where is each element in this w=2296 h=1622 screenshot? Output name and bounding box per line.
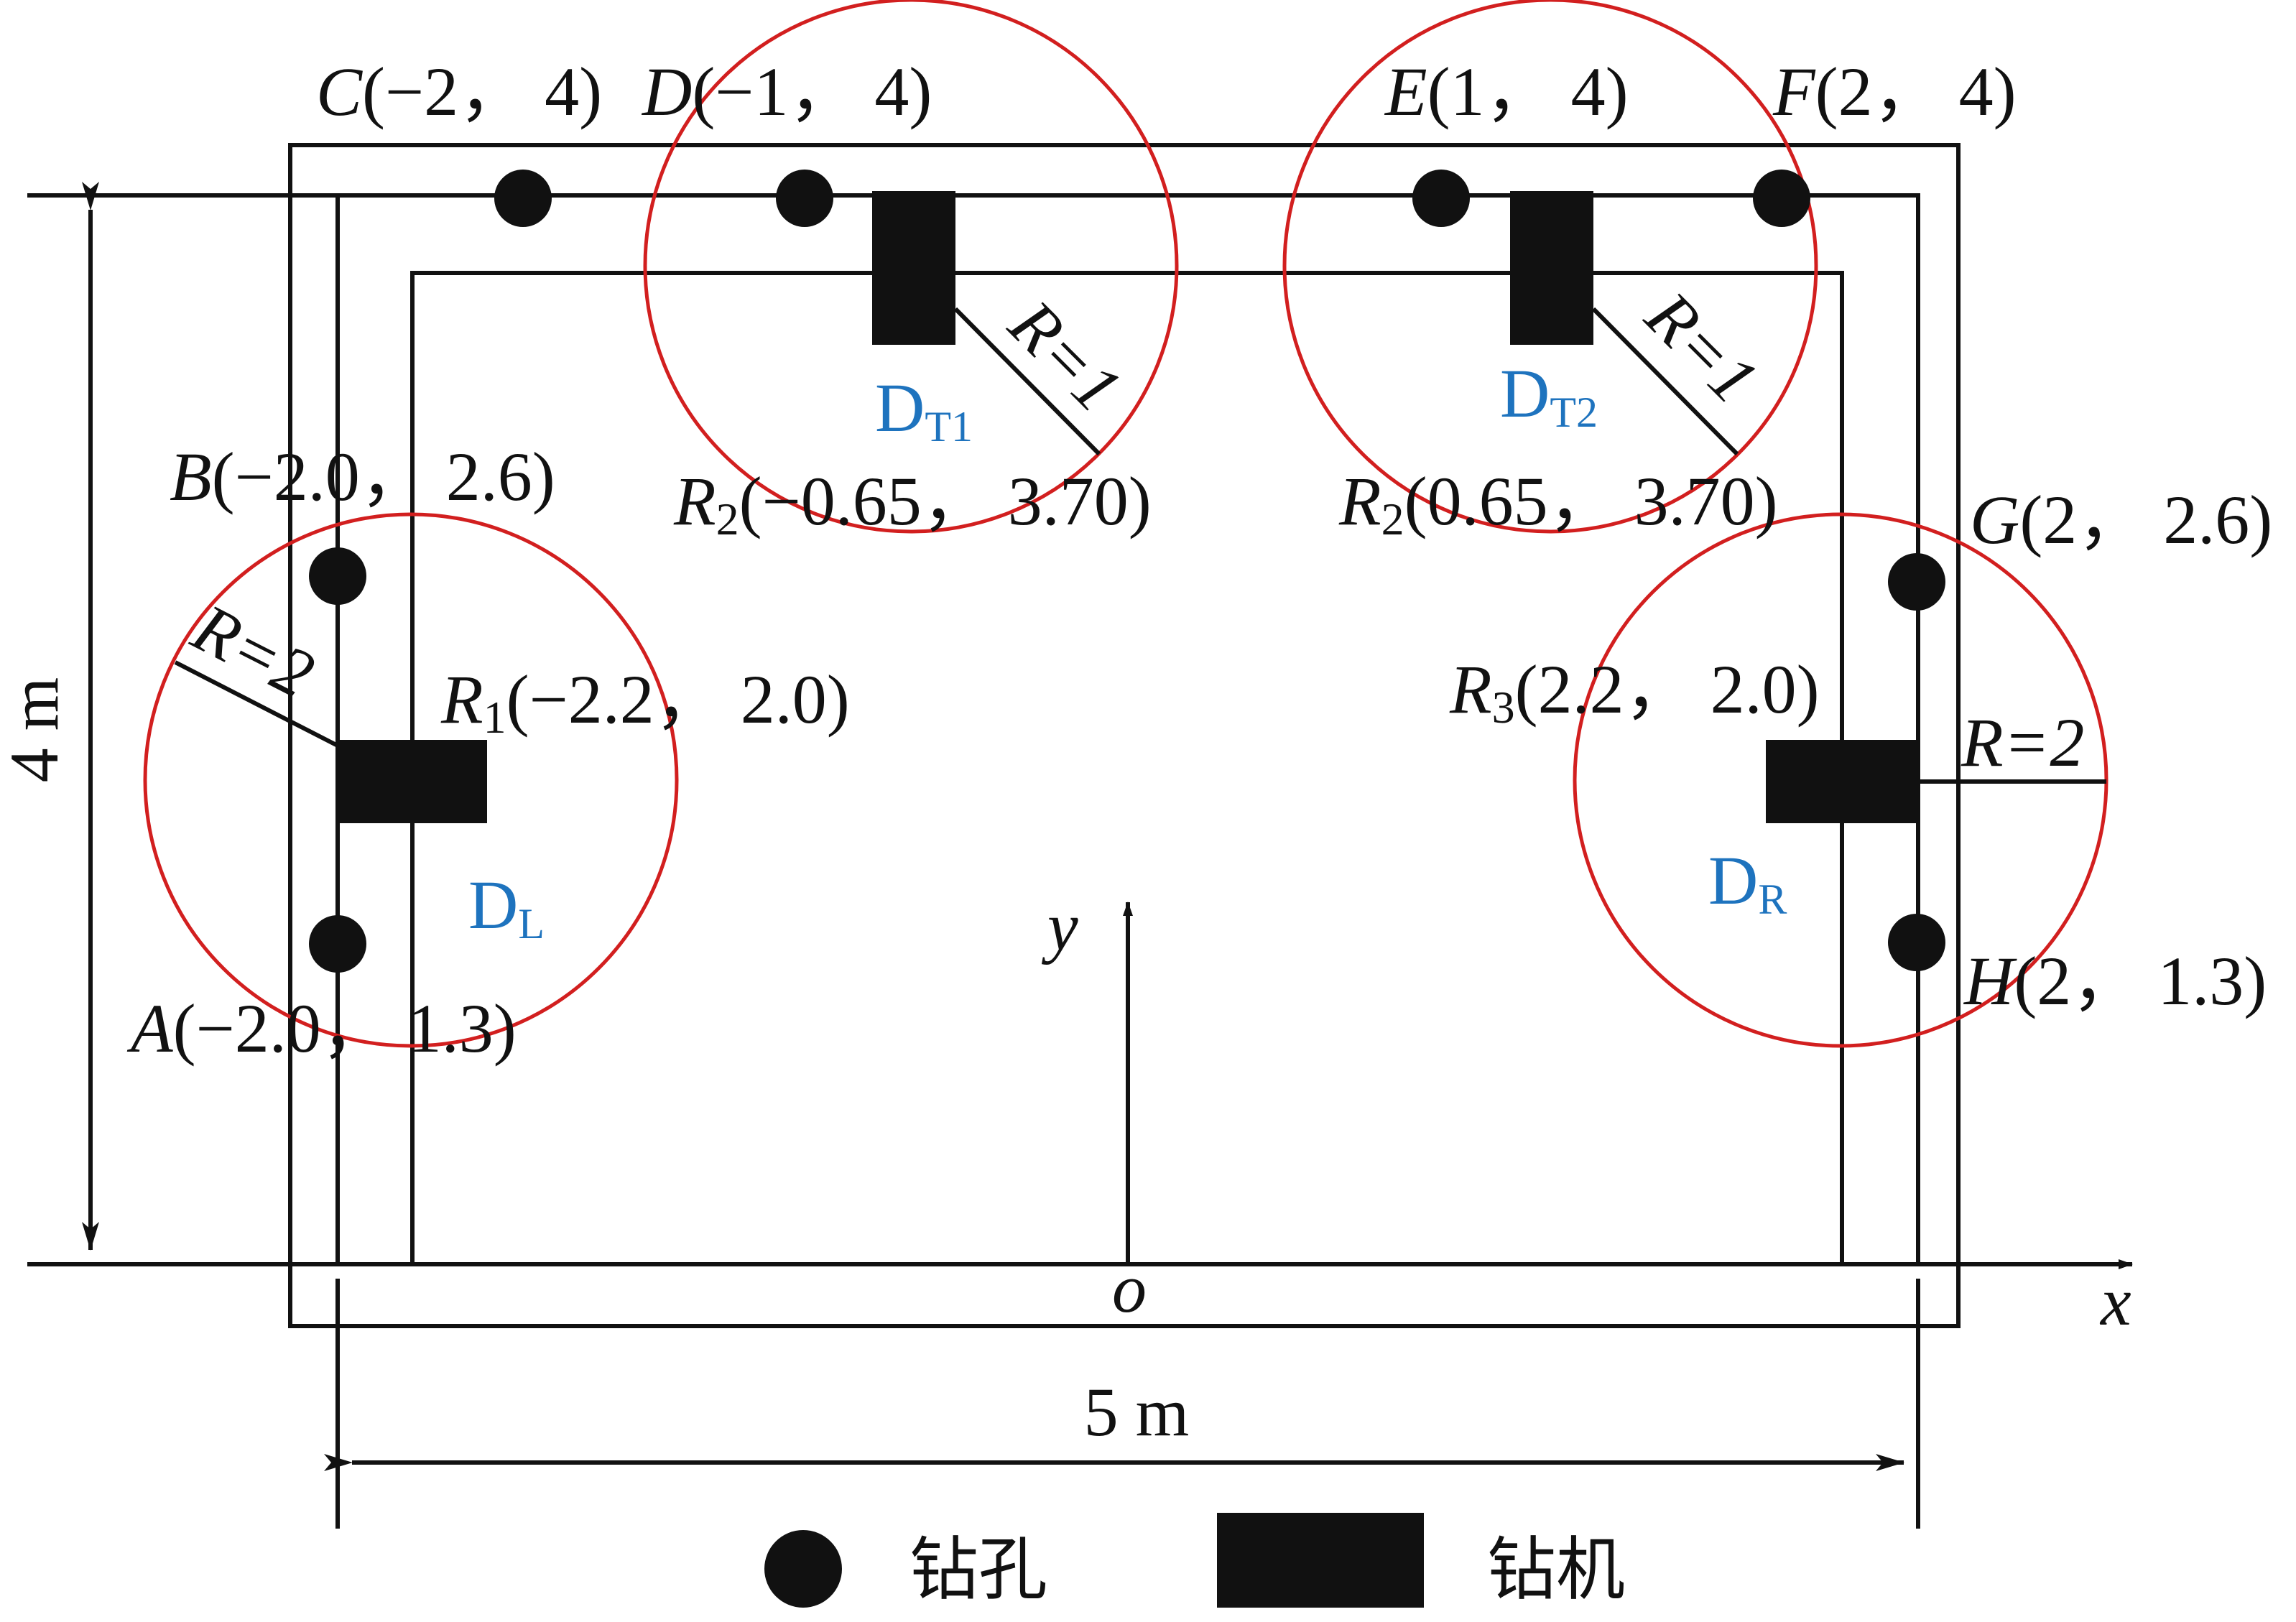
legend: 钻孔 钻机 — [764, 1513, 1625, 1610]
x-axis-label: x — [2099, 1263, 2131, 1340]
rig-labels: R1(−2.2， 2.0) R2(−0.65， 3.70) R2(0.65， 3… — [440, 463, 1820, 743]
rig-label-r1: R1(−2.2， 2.0) — [440, 661, 850, 743]
coordinate-axes: x y o — [27, 888, 2133, 1340]
zone-label-dt2: DT2 — [1500, 355, 1598, 436]
influence-circle-dl — [143, 512, 679, 1048]
width-dimension-label: 5 m — [1084, 1373, 1190, 1450]
boreholes — [309, 170, 1945, 973]
borehole-label-c: C(−2， 4) — [316, 53, 602, 130]
rig-r3 — [1766, 740, 1918, 823]
rig-r2-left — [872, 191, 955, 345]
zone-label-dr: DR — [1708, 842, 1787, 923]
middle-frame — [27, 193, 1920, 1264]
borehole-c — [494, 170, 552, 227]
radius-label-dl: R=2 — [181, 588, 326, 713]
radius-lines — [174, 307, 2106, 784]
borehole-h — [1888, 914, 1945, 971]
outer-frame — [288, 143, 1961, 1328]
rig-r1 — [338, 740, 487, 823]
origin-label: o — [1112, 1250, 1147, 1327]
borehole-label-f: F(2， 4) — [1772, 53, 2017, 130]
legend-hole-label: 钻孔 — [909, 1529, 1047, 1610]
zone-label-dt1: DT1 — [875, 369, 973, 450]
dimension-lines: 5 m 4 m — [0, 182, 1920, 1529]
legend-rig-label: 钻机 — [1487, 1529, 1625, 1610]
borehole-f — [1753, 170, 1810, 227]
rig-label-r3: R3(2.2， 2.0) — [1449, 651, 1820, 733]
radius-line-dl — [174, 660, 339, 748]
rig-r2-right — [1510, 191, 1593, 345]
zone-labels: DL DT1 DT2 DR — [468, 355, 1787, 947]
legend-hole-icon — [764, 1530, 842, 1608]
borehole-e — [1412, 170, 1470, 227]
influence-circle-dt2 — [1282, 0, 1818, 534]
borehole-g — [1888, 553, 1945, 611]
radius-line-dt2 — [1591, 307, 1739, 456]
y-axis-label: y — [1041, 888, 1078, 965]
borehole-d — [776, 170, 833, 227]
radius-line-dt1 — [953, 307, 1101, 456]
borehole-label-h: H(2， 1.3) — [1963, 942, 2267, 1019]
legend-rig-icon — [1217, 1513, 1424, 1608]
borehole-a — [309, 915, 366, 973]
zone-label-dl: DL — [468, 866, 545, 947]
borehole-labels: C(−2， 4) D(−1， 4) E(1， 4) F(2， 4) B(−2.0… — [126, 53, 2272, 1067]
influence-circle-dt1 — [643, 0, 1179, 534]
height-dimension-label: 4 m — [0, 677, 73, 783]
borehole-b — [309, 547, 366, 605]
borehole-label-g: G(2， 2.6) — [1970, 481, 2272, 558]
borehole-label-e: E(1， 4) — [1384, 53, 1629, 130]
rig-label-r2-right: R2(0.65， 3.70) — [1338, 463, 1778, 544]
borehole-label-a: A(−2.0， 1.3) — [126, 990, 517, 1067]
borehole-label-d: D(−1， 4) — [641, 53, 932, 130]
rig-label-r2-left: R2(−0.65， 3.70) — [673, 463, 1152, 544]
drilling-rigs — [338, 191, 1918, 823]
borehole-label-b: B(−2.0， 2.6) — [170, 438, 555, 515]
influence-circles — [143, 0, 2108, 1048]
radius-label-dr: R=2 — [1961, 704, 2084, 781]
radius-label-dt1: R=1 — [994, 284, 1137, 427]
radius-label-dt2: R=1 — [1631, 276, 1773, 418]
